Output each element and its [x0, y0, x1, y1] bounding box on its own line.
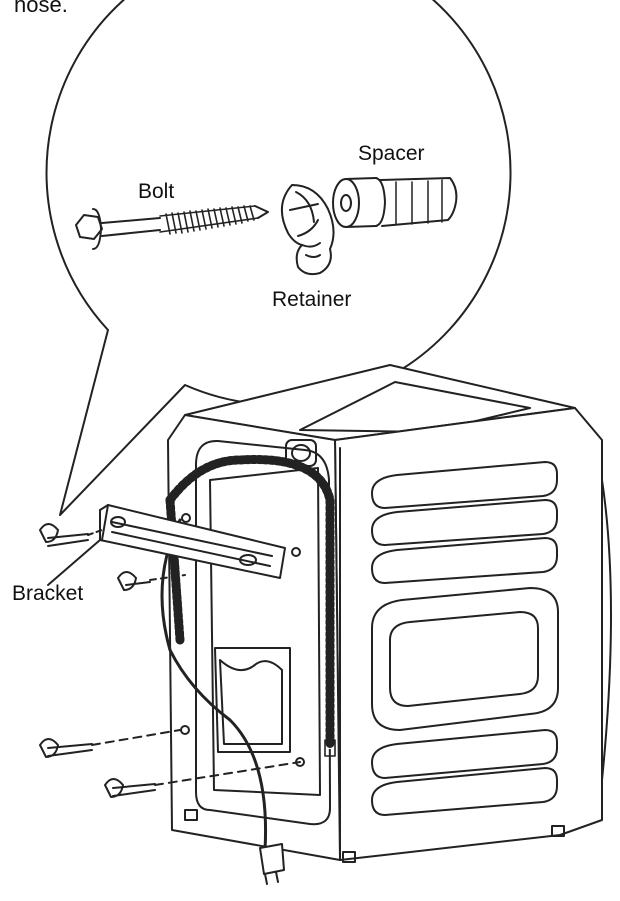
caption-fragment: hose.	[14, 0, 68, 17]
retainer-part	[281, 184, 335, 276]
bracket-label: Bracket	[12, 582, 84, 605]
bracket-part	[99, 504, 286, 579]
spacer-label: Spacer	[358, 142, 425, 165]
bolt-part	[75, 205, 269, 250]
mounting-bolts	[39, 513, 305, 798]
spacer-part	[332, 177, 458, 228]
bolt-label: Bolt	[138, 180, 175, 203]
bracket-leader-line	[47, 539, 101, 586]
appliance-body	[167, 364, 612, 863]
retainer-label: Retainer	[272, 288, 352, 311]
